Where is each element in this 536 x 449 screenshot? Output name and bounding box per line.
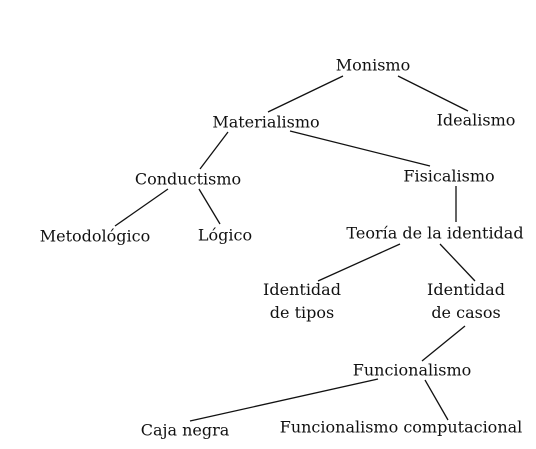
edge-funcionalismo-to-funcionalismo-computacional	[424, 379, 449, 421]
edge-materialismo-to-fisicalismo	[289, 130, 431, 167]
edge-conductismo-to-metodologico	[114, 188, 169, 227]
node-materialismo: Materialismo	[212, 112, 320, 132]
identidad-casos-line-1: Identidad	[427, 280, 505, 299]
edge-materialismo-to-conductismo	[199, 131, 229, 170]
node-conductismo: Conductismo	[134, 169, 242, 189]
identidad-tipos-line-1: Identidad	[263, 280, 341, 299]
node-funcionalismo-computacional: Funcionalismo computacional	[279, 417, 523, 437]
edge-teoria-identidad-to-identidad-tipos	[317, 243, 401, 282]
edge-monismo-to-materialismo	[267, 75, 344, 113]
edge-monismo-to-idealismo	[397, 75, 469, 112]
edge-teoria-identidad-to-identidad-casos	[439, 243, 476, 282]
node-metodologico: Metodológico	[39, 226, 151, 246]
node-logico: Lógico	[197, 225, 253, 245]
identidad-casos-line-2: de casos	[431, 303, 501, 322]
node-identidad-tipos: Identidad de tipos	[263, 278, 341, 324]
identidad-tipos-line-2: de tipos	[269, 303, 335, 322]
node-teoria-identidad: Teoría de la identidad	[346, 223, 524, 243]
node-caja-negra: Caja negra	[140, 420, 230, 440]
node-fisicalismo: Fisicalismo	[403, 166, 495, 186]
node-monismo: Monismo	[335, 55, 411, 75]
node-identidad-casos: Identidad de casos	[427, 278, 505, 324]
node-idealismo: Idealismo	[436, 110, 516, 130]
node-funcionalismo: Funcionalismo	[352, 360, 472, 380]
edge-funcionalismo-to-caja-negra	[189, 378, 379, 422]
edge-identidad-casos-to-funcionalismo	[421, 325, 466, 362]
edge-conductismo-to-logico	[198, 188, 221, 225]
